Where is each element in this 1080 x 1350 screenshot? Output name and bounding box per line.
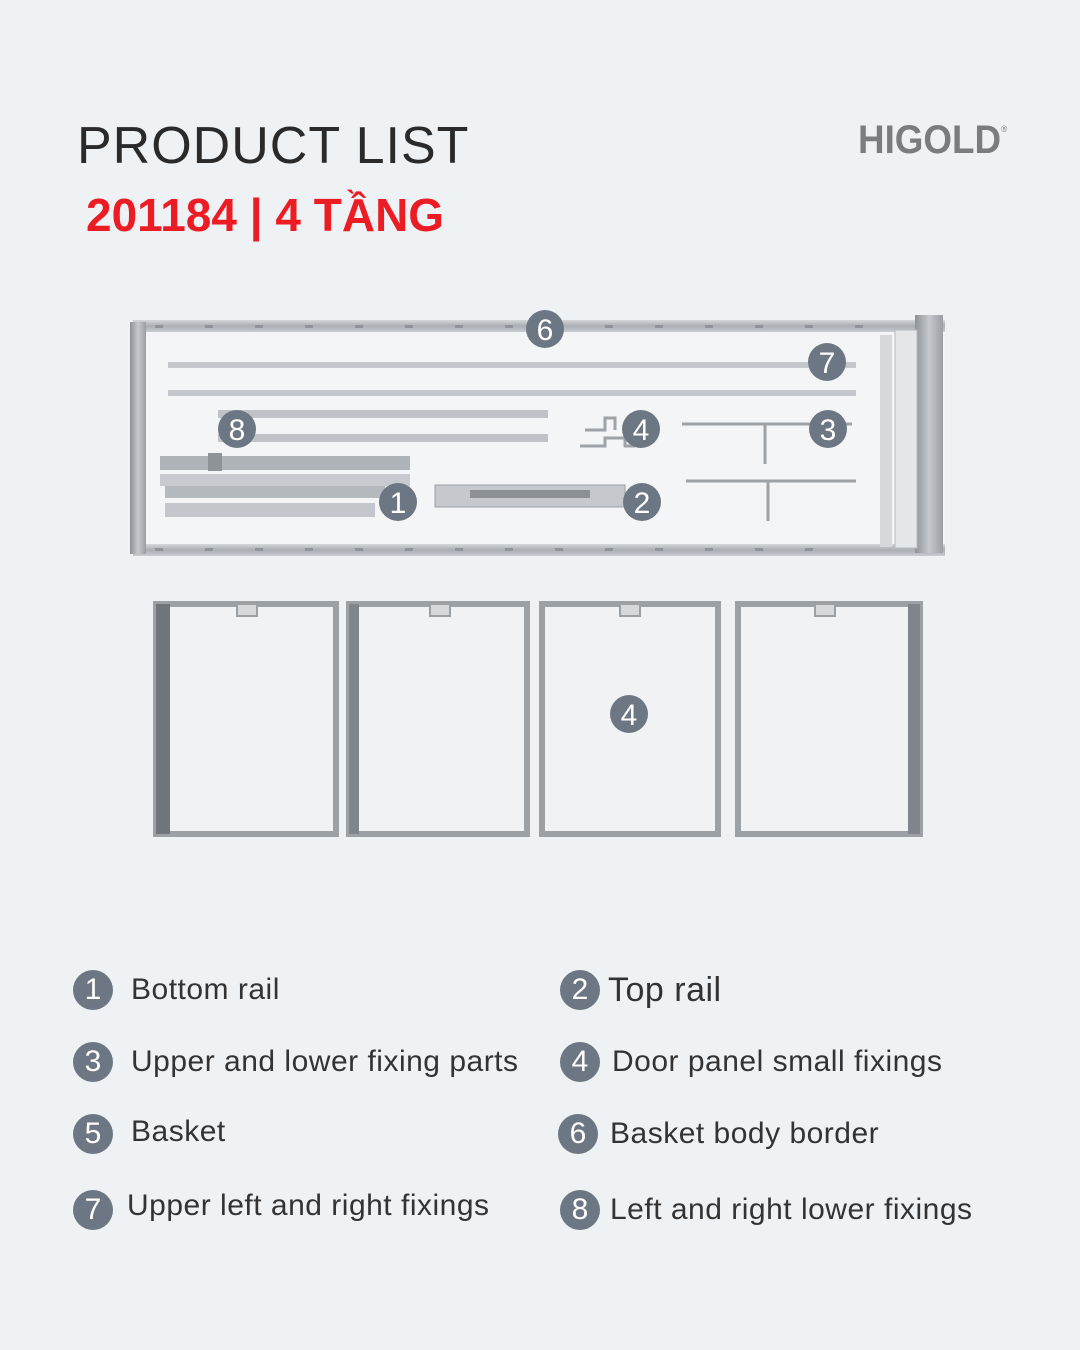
legend-label: Top rail — [608, 970, 722, 1009]
legend-badge: 5 — [73, 1114, 113, 1154]
legend-item-8: 8 Left and right lower fixings — [560, 1190, 973, 1230]
legend-item-6: 6 Basket body border — [558, 1114, 879, 1154]
product-code: 201184 | 4 TẦNG — [86, 189, 445, 241]
legend-label: Basket body border — [610, 1117, 880, 1150]
basket-panel — [346, 601, 530, 837]
legend-badge: 7 — [73, 1190, 113, 1230]
legend-label: Bottom rail — [131, 973, 280, 1006]
legend-label: Door panel small fixings — [612, 1045, 943, 1078]
legend-label: Upper left and right fixings — [127, 1189, 490, 1222]
lower-fixing-bars — [218, 410, 548, 442]
legend-badge: 6 — [558, 1114, 598, 1154]
upper-fixing-bars — [168, 362, 856, 396]
legend-label: Left and right lower fixings — [610, 1193, 973, 1226]
callout-4-small: 4 — [622, 410, 660, 448]
callout-3-label: 3 — [820, 414, 837, 447]
small-fixings-part — [580, 416, 635, 448]
callout-6-label: 6 — [537, 314, 554, 347]
brand-logo: HIGOLD® — [858, 118, 1007, 163]
bottom-rail-part — [160, 453, 410, 517]
legend-item-2: 2 Top rail — [560, 970, 722, 1010]
legend-item-4: 4 Door panel small fixings — [560, 1042, 942, 1082]
callout-1-label: 1 — [390, 487, 407, 520]
registered-mark: ® — [1001, 124, 1008, 134]
legend-item-1: 1 Bottom rail — [73, 970, 280, 1010]
legend-item-3: 3 Upper and lower fixing parts — [73, 1042, 519, 1082]
top-rail-part — [434, 484, 626, 508]
callout-4-small-label: 4 — [633, 414, 650, 447]
legend-badge: 3 — [73, 1042, 113, 1082]
legend-badge: 8 — [560, 1190, 600, 1230]
basket-panel — [735, 601, 923, 837]
product-illustration: 6 7 8 4 3 1 2 4 — [130, 310, 945, 837]
legend-item-7: 7 Upper left and right fixings — [73, 1189, 490, 1230]
callout-7-label: 7 — [819, 347, 836, 380]
legend-item-5: 5 Basket — [73, 1114, 226, 1154]
callout-2-label: 2 — [634, 487, 651, 520]
callout-3: 3 — [809, 410, 847, 448]
page-title: PRODUCT LIST — [77, 117, 470, 175]
callout-7: 7 — [808, 343, 846, 381]
legend-label: Basket — [131, 1115, 226, 1148]
callout-1: 1 — [379, 483, 417, 521]
frame-slots — [155, 325, 863, 551]
callout-6: 6 — [526, 310, 564, 348]
callout-4-panels: 4 — [610, 695, 648, 733]
legend-badge: 1 — [73, 970, 113, 1010]
callout-4-panels-label: 4 — [621, 699, 638, 732]
legend-label: Upper and lower fixing parts — [131, 1045, 519, 1078]
basket-panel — [153, 601, 339, 837]
callout-8-label: 8 — [229, 414, 246, 447]
basket-panels — [153, 601, 923, 837]
legend-badge: 4 — [560, 1042, 600, 1082]
brand-name: HIGOLD — [858, 118, 1002, 162]
callout-8: 8 — [218, 410, 256, 448]
callout-2: 2 — [623, 483, 661, 521]
legend-badge: 2 — [560, 970, 600, 1010]
